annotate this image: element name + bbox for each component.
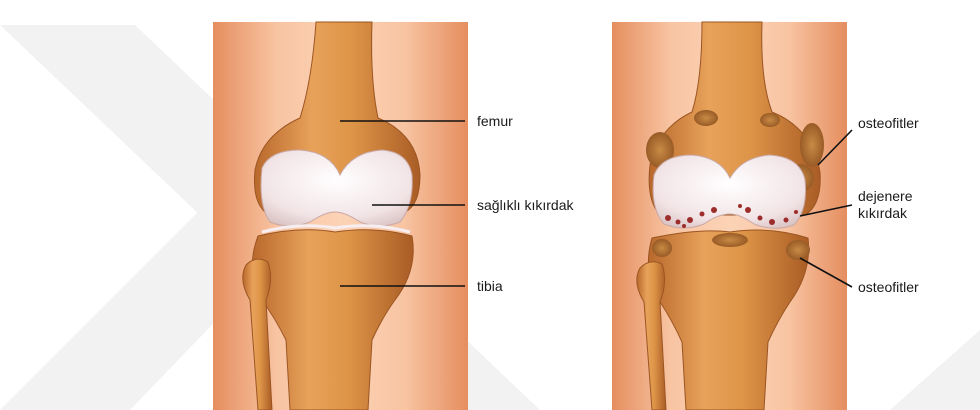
tibia-label: tibia bbox=[477, 278, 503, 294]
degenerate-cartilage-label-line2: kıkırdak bbox=[858, 205, 908, 221]
osteoarthritic-knee-illustration bbox=[612, 22, 847, 410]
osteophytes-lower-label: osteofitler bbox=[858, 279, 919, 295]
osteophytes-upper-label: osteofitler bbox=[858, 115, 919, 131]
femur-label: femur bbox=[477, 113, 513, 129]
healthy-cartilage-label: sağlıklı kıkırdak bbox=[477, 197, 574, 213]
healthy-knee-illustration bbox=[213, 22, 468, 410]
degenerate-cartilage-label-line1: dejenere bbox=[858, 188, 913, 204]
